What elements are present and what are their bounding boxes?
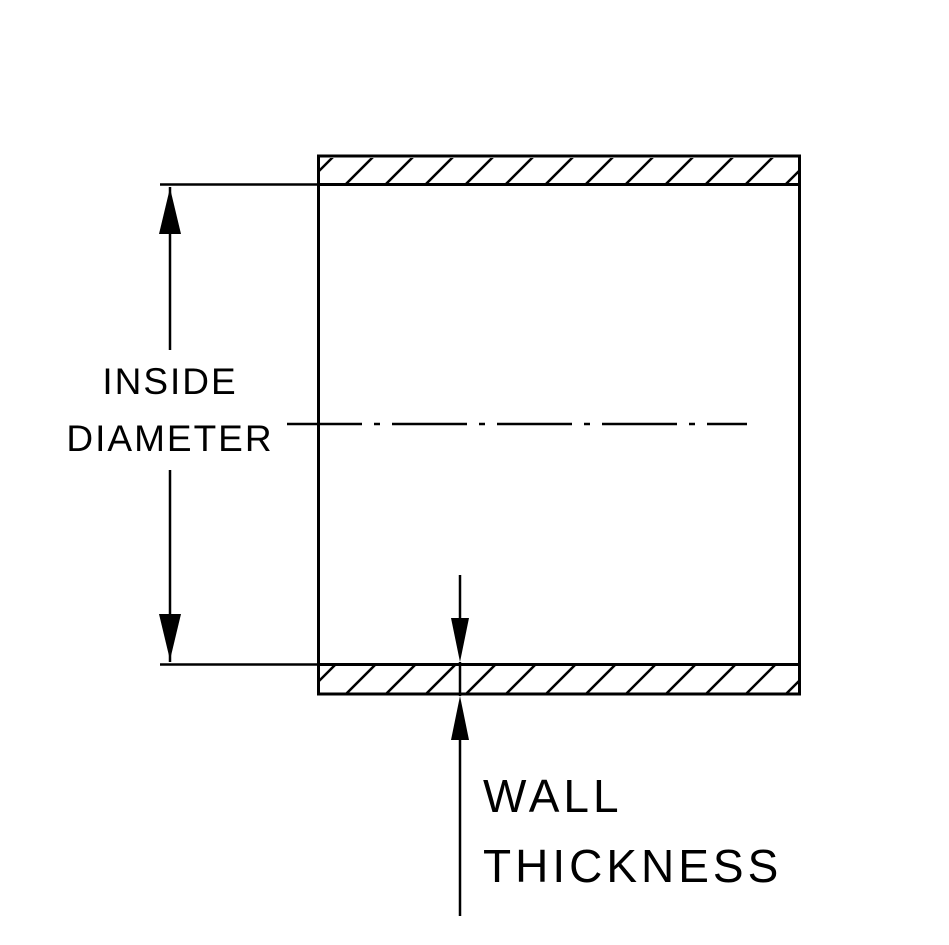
wall-thickness-label-line1: WALL <box>483 770 623 822</box>
inside-diameter-label-line2: DIAMETER <box>66 418 273 459</box>
inside-diameter-label-line1: INSIDE <box>102 361 237 402</box>
wall-thickness-label-line2: THICKNESS <box>483 840 782 892</box>
id-arrow-down <box>159 614 181 660</box>
bottom-wall-hatching <box>320 666 798 693</box>
wall-arrow-up <box>451 696 469 740</box>
id-arrow-up <box>159 188 181 234</box>
wall-arrow-down <box>451 618 469 662</box>
top-wall-hatching <box>320 158 798 183</box>
